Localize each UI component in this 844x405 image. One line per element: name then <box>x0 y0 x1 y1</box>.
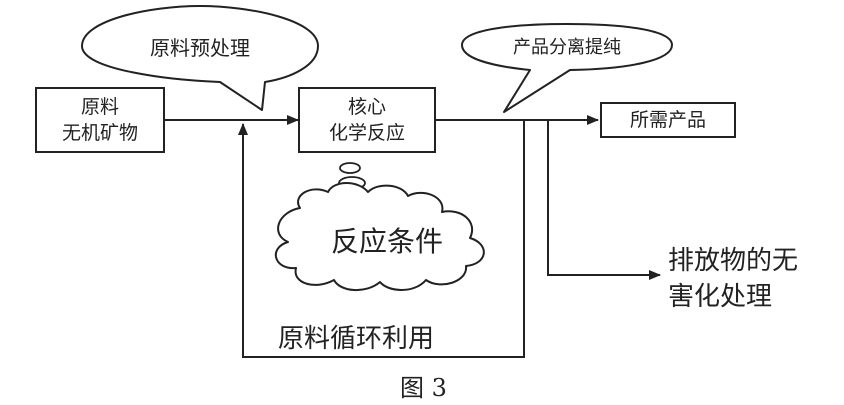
node-raw-material-label: 原料 无机矿物 <box>61 96 138 144</box>
cloud-conditions-shape <box>274 182 485 291</box>
bubble-pretreatment-shape <box>81 5 319 111</box>
bubble-separation-shape <box>461 23 673 113</box>
thought-dot-1 <box>339 162 361 174</box>
bubble-pretreatment-label: 原料预处理 <box>150 36 250 60</box>
figure-caption: 图 3 <box>400 374 447 402</box>
node-product: 所需产品 <box>600 102 736 138</box>
recycle-label: 原料循环利用 <box>278 324 435 354</box>
arrow-to-emission <box>547 120 661 280</box>
node-core-reaction-label: 核心 化学反应 <box>328 96 405 144</box>
cloud-conditions-label: 反应条件 <box>330 225 443 258</box>
recycle-loop-line <box>238 120 525 358</box>
node-product-label: 所需产品 <box>629 109 706 131</box>
node-raw-material: 原料 无机矿物 <box>35 87 165 153</box>
node-core-reaction: 核心 化学反应 <box>298 87 436 153</box>
bubble-separation-label: 产品分离提纯 <box>513 37 621 58</box>
emission-label: 排放物的无 害化处理 <box>668 246 799 312</box>
